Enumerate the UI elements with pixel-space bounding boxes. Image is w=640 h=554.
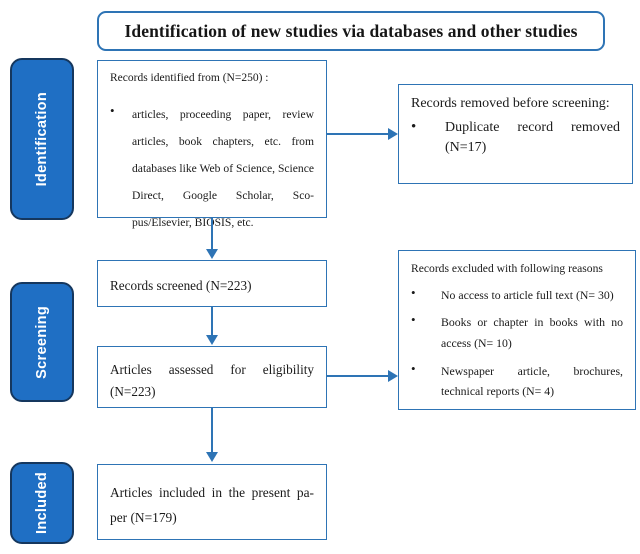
box-records-excluded: Records excluded with following reasons … [398,250,636,410]
stage-label-identification: Identification [34,91,50,187]
arrowhead-right-icon [388,128,398,140]
connector-line [211,408,213,453]
box-articles-assessed: Articles assessed for eligibility (N=223… [97,346,327,408]
connector-line [327,375,388,377]
stage-label-screening: Screening [34,305,50,379]
box-records-removed: Records removed before screening: • Dupl… [398,84,633,184]
records-identified-bullet-text: articles, proceeding paper, review artic… [132,107,314,230]
page-title: Identification of new studies via databa… [124,20,578,41]
records-excluded-bullet-row: • Books or chapter in books with no acce… [411,312,623,353]
articles-assessed-text: Articles assessed for eligibility (N=223… [110,362,314,400]
arrowhead-down-icon [206,335,218,345]
box-records-identified: Records identified from (N=250) : • arti… [97,60,327,229]
bullet-icon: • [411,118,417,135]
records-identified-lead: Records identified from (N=250) : [110,72,269,84]
bullet-icon: • [110,102,115,118]
records-screened-text: Records screened (N=223) [110,278,252,293]
records-excluded-lead: Records excluded with following reasons [411,262,603,275]
records-excluded-bullet-row: • No access to article full text (N= 30) [411,285,623,306]
box-articles-included: Articles included in the present pa-per … [97,464,327,540]
box-records-screened: Records screened (N=223) [97,260,327,307]
stage-label-included: Included [34,471,50,534]
records-excluded-reason-text: Newspaper article, brochures, technical … [441,363,623,399]
arrowhead-right-icon [388,370,398,382]
stage-pill-identification: Identification [10,58,74,220]
records-excluded-reason-text: Books or chapter in books with no access… [441,315,623,350]
arrowhead-down-icon [206,249,218,259]
records-removed-bullet-text: Duplicate record removed (N=17) [445,119,620,156]
diagram-title-box: Identification of new studies via databa… [97,11,605,51]
records-excluded-bullet-row: • Newspaper article, brochures, technica… [411,361,623,402]
arrowhead-down-icon [206,452,218,462]
records-excluded-reason-text: No access to article full text (N= 30) [441,287,614,302]
connector-line [211,307,213,336]
stage-pill-included: Included [10,462,74,544]
records-identified-bullet-row: • articles, proceeding paper, review art… [110,101,314,237]
bullet-icon: • [411,312,416,328]
bullet-icon: • [411,360,416,376]
records-removed-lead: Records removed before screening: [411,96,610,111]
connector-line [211,218,213,250]
bullet-icon: • [411,284,416,300]
records-removed-bullet-row: • Duplicate record removed (N=17) [411,118,620,159]
stage-pill-screening: Screening [10,282,74,402]
articles-included-text: Articles included in the present pa-per … [110,485,314,525]
connector-line [327,133,388,135]
